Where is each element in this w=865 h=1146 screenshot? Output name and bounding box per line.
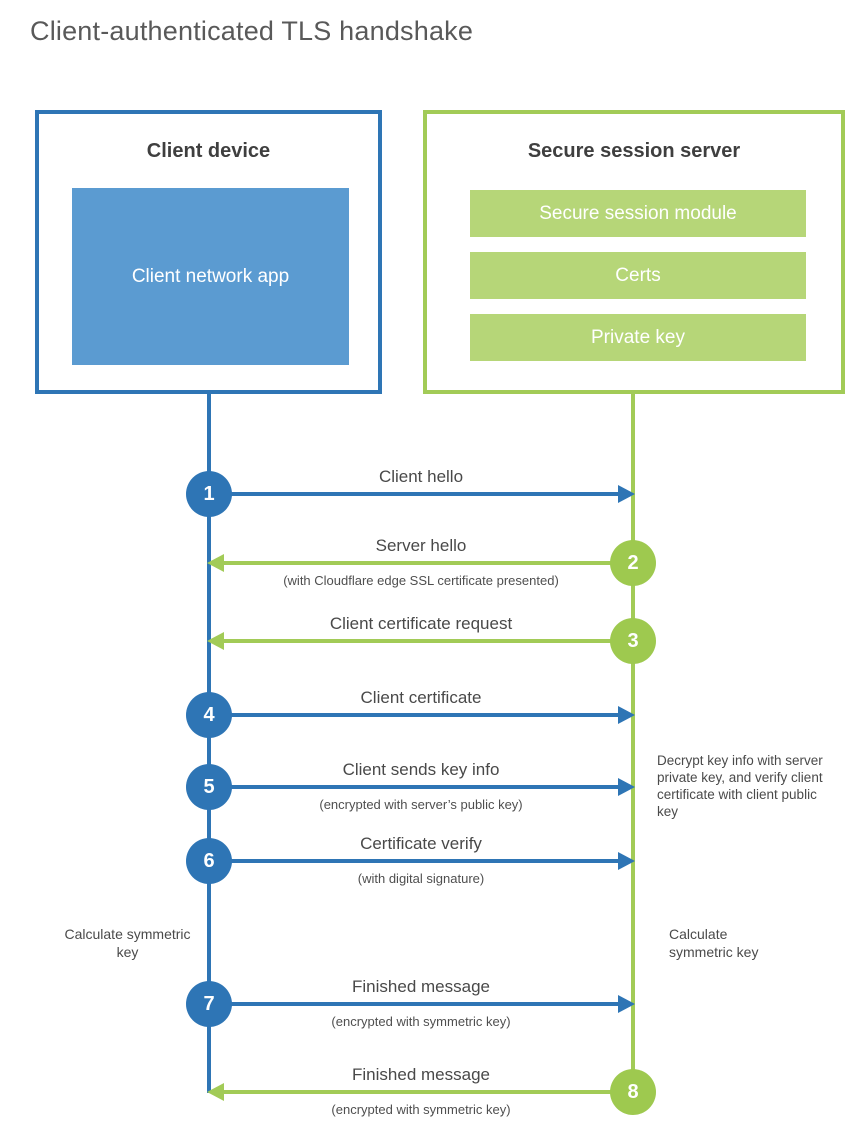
step-2-server-hello: 2 Server hello (with Cloudflare edge SSL… — [207, 536, 656, 588]
server-module-secure-session: Secure session module — [470, 190, 806, 237]
step-7-label: Finished message — [352, 977, 490, 996]
step-6-subtext: (with digital signature) — [357, 871, 485, 886]
left-arrow-icon — [207, 632, 224, 650]
step-3-arrow-line — [215, 639, 633, 643]
step-8-badge: 8 — [610, 1069, 656, 1115]
step-5-label: Client sends key info — [342, 760, 500, 779]
step-2-subtext: (with Cloudflare edge SSL certificate pr… — [283, 573, 559, 588]
left-arrow-icon — [207, 1083, 224, 1101]
step-3-badge: 3 — [610, 618, 656, 664]
right-arrow-icon — [618, 485, 635, 503]
client-network-app-box: Client network app — [72, 188, 349, 365]
client-lifeline — [207, 394, 211, 1093]
step-8-arrow-line — [215, 1090, 633, 1094]
server-decrypt-note: Decrypt key info with server private key… — [657, 753, 823, 820]
server-module-private-key: Private key — [470, 314, 806, 361]
step-4-badge: 4 — [186, 692, 232, 738]
step-5-badge: 5 — [186, 764, 232, 810]
step-6-badge: 6 — [186, 838, 232, 884]
step-1-label: Client hello — [378, 467, 464, 486]
step-4-client-certificate: 4 Client certificate — [186, 688, 635, 738]
step-7-badge: 7 — [186, 981, 232, 1027]
step-7-finished-message: 7 Finished message (encrypted with symme… — [186, 977, 635, 1029]
right-arrow-icon — [618, 852, 635, 870]
server-calculate-symmetric-key-note: Calculate symmetric key — [669, 926, 759, 960]
client-device-title: Client device — [146, 140, 271, 162]
step-3-client-certificate-request: 3 Client certificate request — [207, 614, 656, 664]
secure-session-server-box: Secure session server Secure session mod… — [423, 110, 845, 394]
left-arrow-icon — [207, 554, 224, 572]
right-arrow-icon — [618, 995, 635, 1013]
step-6-arrow-line — [209, 859, 627, 863]
step-6-certificate-verify: 6 Certificate verify (with digital signa… — [186, 834, 635, 886]
server-modules-list: Secure session module Certs Private key — [470, 190, 806, 376]
step-5-arrow-line — [209, 785, 627, 789]
step-7-arrow-line — [209, 1002, 627, 1006]
step-5-client-sends-key-info: 5 Client sends key info (encrypted with … — [186, 760, 635, 812]
step-1-arrow-line — [209, 492, 627, 496]
secure-session-server-title: Secure session server — [527, 140, 741, 162]
step-8-label: Finished message — [352, 1065, 490, 1084]
step-7-subtext: (encrypted with symmetric key) — [331, 1014, 511, 1029]
step-1-badge: 1 — [186, 471, 232, 517]
step-6-label: Certificate verify — [360, 834, 482, 853]
step-2-label: Server hello — [375, 536, 467, 555]
server-lifeline — [631, 394, 635, 1092]
right-arrow-icon — [618, 706, 635, 724]
right-arrow-icon — [618, 778, 635, 796]
step-8-finished-message: 8 Finished message (encrypted with symme… — [207, 1065, 656, 1117]
step-5-subtext: (encrypted with server’s public key) — [319, 797, 523, 812]
page-title: Client-authenticated TLS handshake — [30, 16, 474, 46]
step-4-label: Client certificate — [360, 688, 482, 707]
client-calculate-symmetric-key-note: Calculate symmetric key — [64, 926, 191, 960]
server-module-certs: Certs — [470, 252, 806, 299]
client-device-box: Client device Client network app — [35, 110, 382, 394]
step-2-badge: 2 — [610, 540, 656, 586]
step-1-client-hello: 1 Client hello — [186, 467, 635, 517]
step-3-label: Client certificate request — [329, 614, 513, 633]
step-8-subtext: (encrypted with symmetric key) — [331, 1102, 511, 1117]
step-2-arrow-line — [215, 561, 633, 565]
step-4-arrow-line — [209, 713, 627, 717]
